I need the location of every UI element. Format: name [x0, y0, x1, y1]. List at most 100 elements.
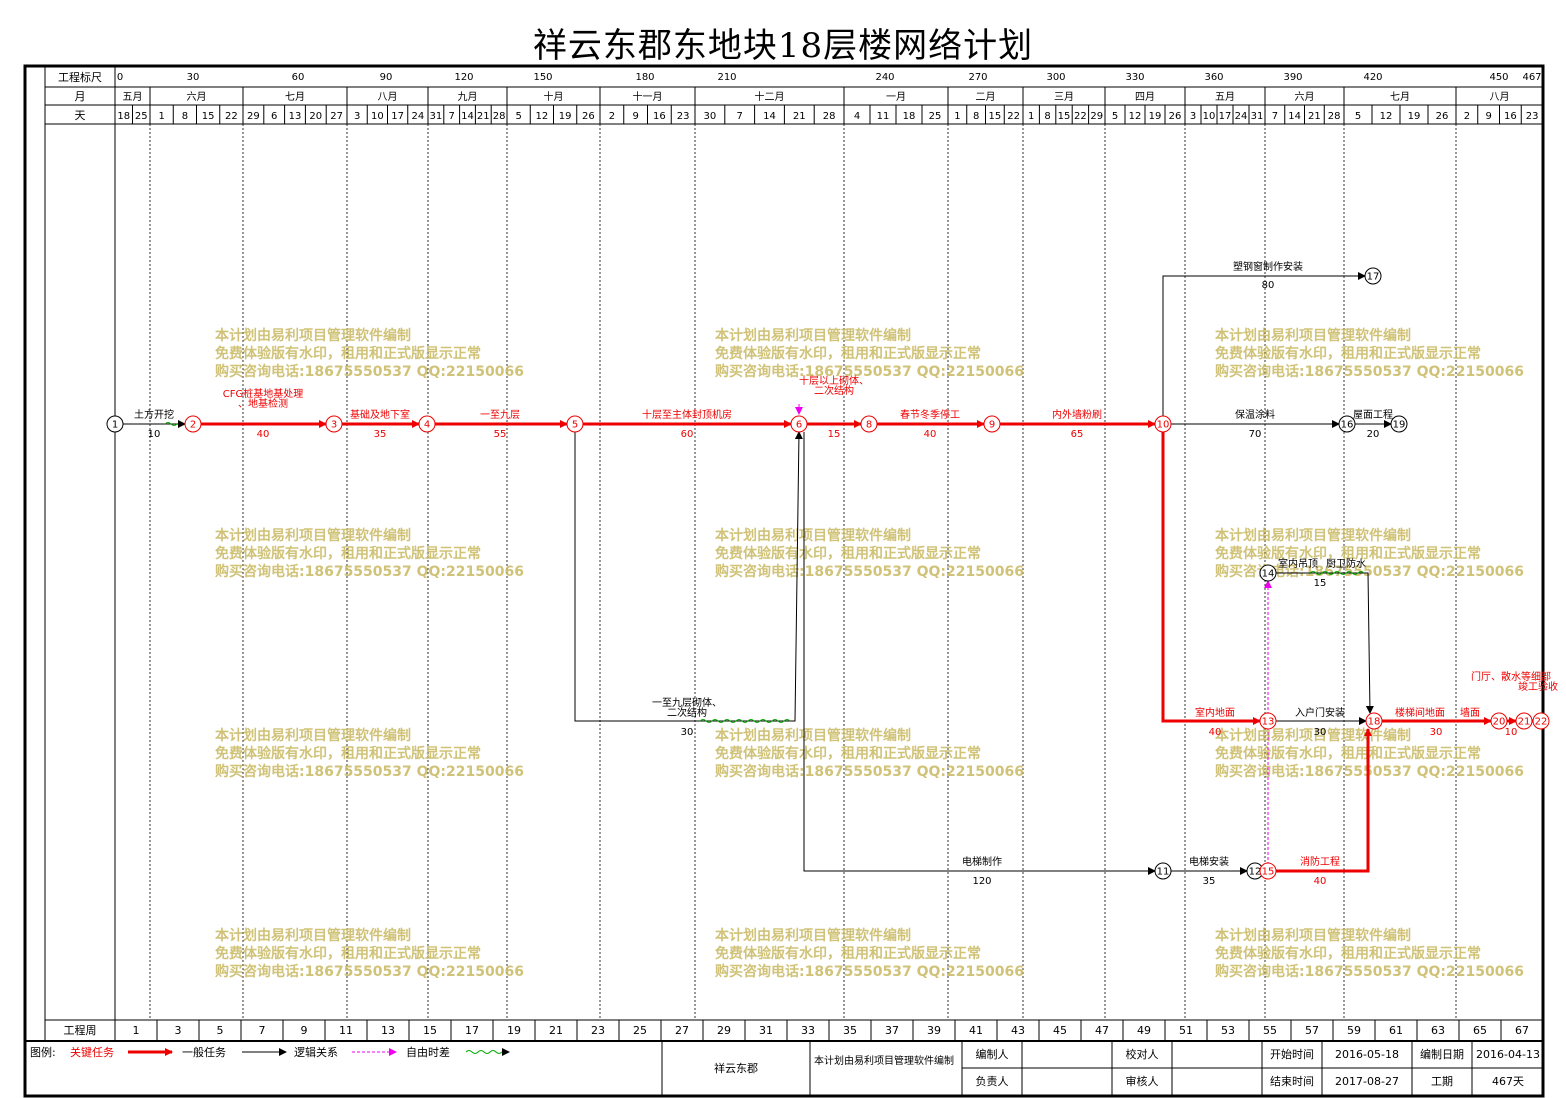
task-duration: 30: [1314, 727, 1327, 738]
start-value: 2016-05-18: [1335, 1048, 1399, 1061]
task-name: 春节冬季停工: [900, 408, 960, 421]
week-cell: 31: [759, 1024, 773, 1037]
week-cell: 21: [549, 1024, 563, 1037]
day-cell: 31: [430, 111, 443, 122]
node-label-22: 22: [1535, 717, 1548, 728]
node-22: [1532, 712, 1550, 730]
arrow-10-13: [1161, 432, 1261, 725]
watermark-line: 免费体验版有水印，租用和正式版显示正常: [1215, 745, 1481, 762]
node-label-21: 21: [1518, 717, 1531, 728]
task-name: 屋面工程: [1353, 409, 1393, 421]
node-10: [1154, 415, 1172, 433]
watermark-line: 本计划由易利项目管理软件编制: [1215, 527, 1411, 544]
project-name: 祥云东郡: [714, 1061, 758, 1075]
node-label-1: 1: [112, 420, 118, 431]
day-cell: 18: [117, 111, 130, 122]
day-cell: 21: [1308, 111, 1321, 122]
end-label: 结束时间: [1270, 1075, 1314, 1088]
node-6: [790, 415, 808, 433]
day-cell: 1: [954, 111, 960, 122]
month-cell: 六月: [187, 91, 207, 103]
day-cell: 9: [1485, 111, 1491, 122]
scale-tick: 450: [1489, 72, 1508, 83]
scale-tick: 150: [533, 72, 552, 83]
node-14: [1259, 564, 1277, 582]
week-cell: 39: [927, 1024, 941, 1037]
watermark-line: 购买咨询电话:18675550537 QQ:22150066: [715, 963, 1024, 980]
week-cell: 7: [259, 1024, 266, 1037]
month-cell: 十二月: [755, 90, 785, 103]
scale-tick: 30: [187, 72, 200, 83]
day-cell: 5: [1112, 111, 1118, 122]
task-name: 塑钢窗制作安装: [1233, 260, 1303, 273]
node-label-12: 12: [1249, 867, 1262, 878]
day-cell: 7: [449, 111, 455, 122]
task-duration: 20: [1367, 429, 1380, 440]
page-title: 祥云东郡东地块18层楼网络计划: [532, 26, 1034, 66]
day-cell: 14: [763, 111, 776, 122]
task-name: 、地基检测: [238, 397, 288, 410]
scale-tick: 420: [1363, 72, 1382, 83]
week-cell: 37: [885, 1024, 899, 1037]
node-label-9: 9: [989, 420, 995, 431]
day-cell: 26: [582, 111, 595, 122]
watermark-line: 免费体验版有水印，租用和正式版显示正常: [715, 745, 981, 762]
day-cell: 30: [704, 111, 717, 122]
task-name: 土方开挖: [134, 408, 174, 421]
watermark-line: 免费体验版有水印，租用和正式版显示正常: [215, 545, 481, 562]
node-label-13: 13: [1262, 717, 1275, 728]
watermark-line: 本计划由易利项目管理软件编制: [715, 527, 911, 544]
week-cell: 61: [1389, 1024, 1403, 1037]
week-cell: 49: [1137, 1024, 1151, 1037]
date-value: 2016-04-13: [1476, 1048, 1540, 1061]
legend-float-label: 自由时差: [406, 1045, 450, 1059]
day-cell: 21: [477, 111, 490, 122]
week-cell: 47: [1095, 1024, 1109, 1037]
day-cell: 15: [202, 111, 215, 122]
watermark-line: 购买咨询电话:18675550537 QQ:22150066: [715, 563, 1024, 580]
day-cell: 28: [823, 111, 836, 122]
task-duration: 70: [1249, 429, 1262, 440]
node-label-16: 16: [1341, 420, 1354, 431]
week-cell: 3: [175, 1024, 182, 1037]
day-cell: 17: [1219, 111, 1232, 122]
week-cell: 25: [633, 1024, 647, 1037]
week-cell: 19: [507, 1024, 521, 1037]
node-3: [325, 415, 343, 433]
date-label: 编制日期: [1420, 1047, 1464, 1061]
watermark-line: 免费体验版有水印，租用和正式版显示正常: [1215, 545, 1481, 562]
month-cell: 七月: [1390, 91, 1410, 103]
node-label-3: 3: [331, 420, 337, 431]
watermark-line: 免费体验版有水印，租用和正式版显示正常: [215, 945, 481, 962]
day-cell: 14: [461, 111, 474, 122]
day-cell: 16: [653, 111, 666, 122]
watermark-line: 购买咨询电话:18675550537 QQ:22150066: [215, 563, 524, 580]
task-name: 消防工程: [1300, 855, 1340, 868]
task-name: 一至九层: [480, 409, 520, 421]
node-label-11: 11: [1157, 867, 1170, 878]
scale-tick: 210: [717, 72, 736, 83]
month-cell: 二月: [976, 91, 996, 103]
float-14-18: [1309, 571, 1365, 575]
legend-critical-label: 关键任务: [70, 1045, 114, 1059]
day-cell: 3: [354, 111, 360, 122]
node-21: [1515, 712, 1533, 730]
node-2: [184, 415, 202, 433]
month-cell: 十月: [544, 90, 564, 103]
node-20: [1490, 712, 1508, 730]
task-name: 电梯制作: [962, 855, 1002, 868]
task-duration: 40: [1209, 727, 1222, 738]
arrow-15-18: [1276, 728, 1372, 873]
node-label-6: 6: [796, 420, 802, 431]
day-cell: 7: [1272, 111, 1278, 122]
week-cell: 23: [591, 1024, 605, 1037]
task-duration: 55: [494, 429, 507, 440]
task-name: 门厅、散水等细部: [1471, 670, 1551, 683]
legend: 图例: 关键任务 一般任务 逻辑关系 自由时差: [30, 1045, 510, 1059]
day-cell: 20: [309, 111, 322, 122]
task-name: 一至九层砌体、: [652, 697, 722, 709]
float-1-2: [164, 422, 178, 426]
prepared-by-label: 编制人: [976, 1047, 1009, 1061]
